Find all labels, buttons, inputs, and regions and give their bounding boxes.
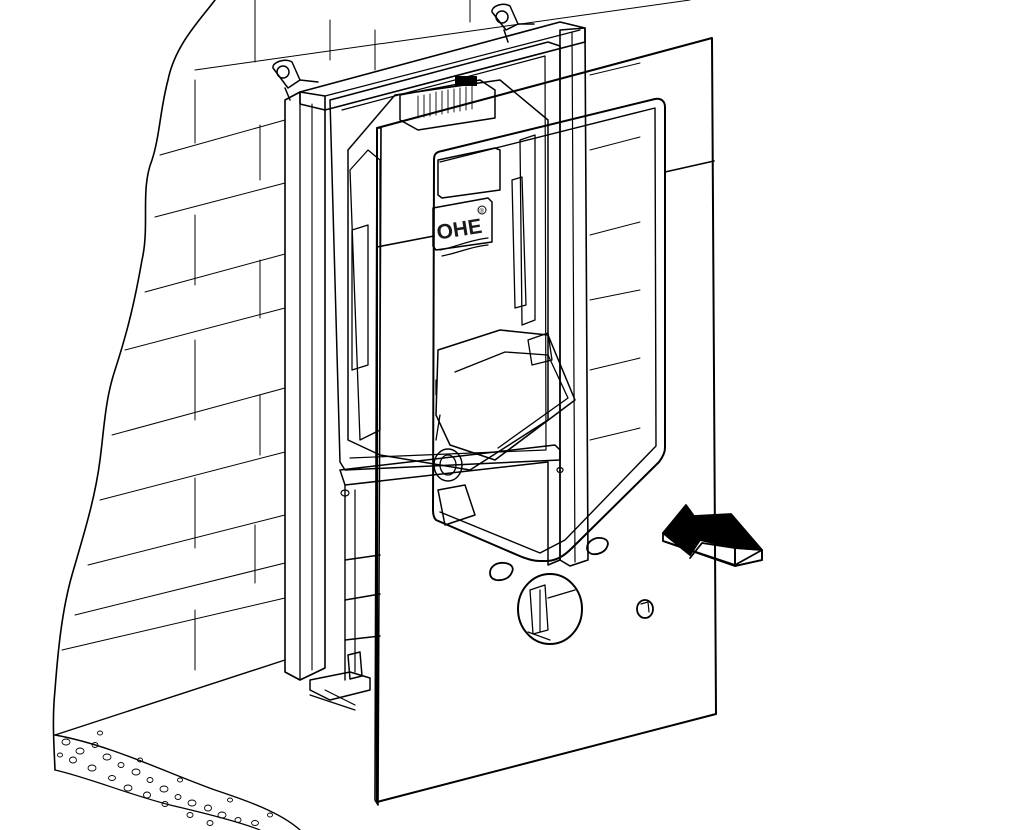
brick-wall — [52, 0, 691, 771]
cover-panel — [374, 37, 717, 806]
panel-face — [376, 37, 717, 803]
concealed-cistern: OHE ® — [347, 76, 576, 471]
floor-screed-texture — [57, 730, 273, 826]
frame-right-upright — [559, 27, 589, 567]
installation-frame: OHE ® — [272, 3, 589, 711]
panel-pan-connector-hole — [517, 573, 583, 645]
panel-water-hole — [636, 599, 654, 619]
insert-direction-arrow-icon — [662, 504, 763, 567]
panel-slot-left — [489, 561, 514, 582]
floor — [54, 659, 301, 830]
panel-slot-right — [586, 536, 609, 556]
frame-left-upright — [284, 91, 326, 681]
brick-courses — [61, 0, 691, 671]
svg-text:®: ® — [480, 208, 485, 215]
registered-mark-icon: ® — [477, 205, 487, 215]
